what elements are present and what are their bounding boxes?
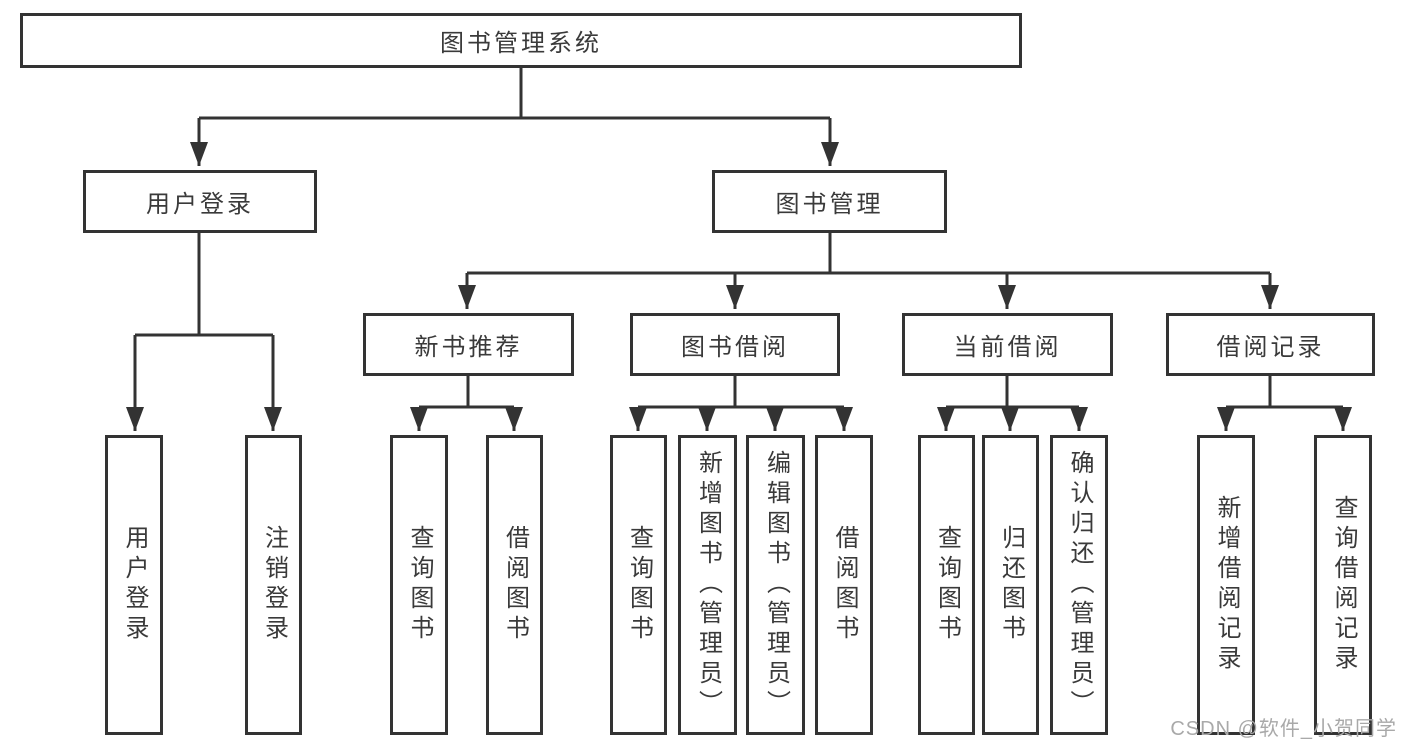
node-root-system: 图书管理系统 <box>20 13 1022 68</box>
node-book-borrow: 图书借阅 <box>630 313 840 376</box>
leaf-query-borrow-record: 查询借阅记录 <box>1314 435 1372 735</box>
csdn-watermark: CSDN @软件_小贺同学 <box>1170 718 1397 740</box>
leaf-add-book-admin: 新增图书（管理员） <box>678 435 737 735</box>
leaf-add-borrow-record: 新增借阅记录 <box>1197 435 1255 735</box>
connector-rails <box>135 68 1343 409</box>
leaf-edit-book-admin: 编辑图书（管理员） <box>746 435 805 735</box>
leaf-recommend-query-book: 查询图书 <box>390 435 448 735</box>
node-user-login: 用户登录 <box>83 170 317 233</box>
leaf-logout: 注销登录 <box>245 435 302 735</box>
node-new-book-recommend: 新书推荐 <box>363 313 574 376</box>
leaf-confirm-return-admin: 确认归还（管理员） <box>1050 435 1108 735</box>
node-borrow-records: 借阅记录 <box>1166 313 1375 376</box>
leaf-user-login: 用户登录 <box>105 435 163 735</box>
node-current-borrow: 当前借阅 <box>902 313 1113 376</box>
leaf-recommend-borrow-book: 借阅图书 <box>486 435 543 735</box>
leaf-current-query-book: 查询图书 <box>918 435 975 735</box>
node-book-management: 图书管理 <box>712 170 947 233</box>
leaf-borrow-query-book: 查询图书 <box>610 435 667 735</box>
leaf-borrow-book: 借阅图书 <box>815 435 873 735</box>
leaf-return-book: 归还图书 <box>982 435 1039 735</box>
